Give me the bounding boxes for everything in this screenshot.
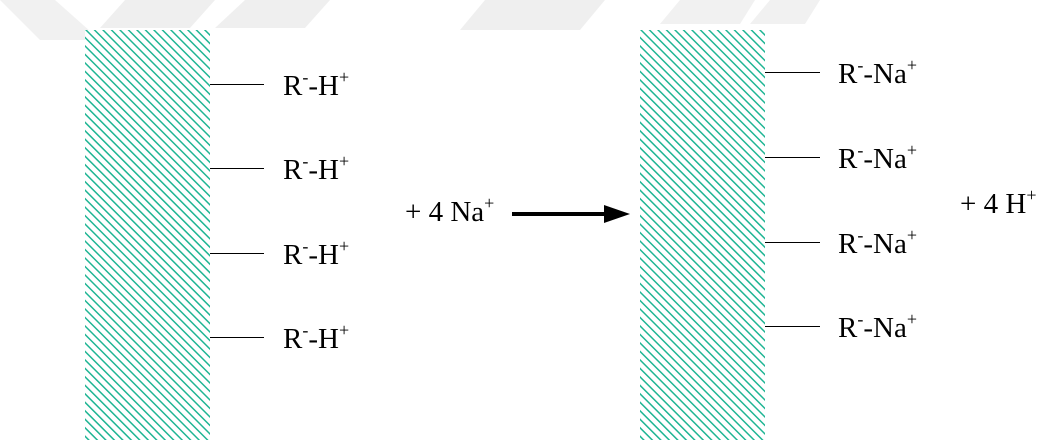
resin-bead-right [640, 30, 765, 440]
exchange-group-label: R--H+ [283, 236, 350, 271]
resin-bead-left [85, 30, 210, 440]
bond-line [765, 157, 820, 158]
bond-line [765, 242, 820, 243]
exchange-group-label: R--Na+ [838, 55, 917, 90]
exchange-group-label: R--H+ [283, 67, 350, 102]
watermark-shapes [0, 0, 820, 40]
exchange-group-label: R--H+ [283, 320, 350, 355]
bond-line [765, 72, 820, 73]
exchange-group-label: R--H+ [283, 151, 350, 186]
bond-line [210, 84, 264, 85]
watermark-shape [460, 0, 605, 30]
product-term: + 4 H+ [960, 185, 1037, 220]
watermark-shape [100, 0, 215, 28]
bond-line [210, 337, 264, 338]
watermark-shape [0, 0, 100, 40]
watermark-shape [750, 0, 820, 24]
exchange-group-label: R--Na+ [838, 225, 917, 260]
watermark-shape [660, 0, 755, 24]
reactant-term: + 4 Na+ [405, 193, 495, 228]
bond-line [210, 168, 264, 169]
exchange-group-label: R--Na+ [838, 140, 917, 175]
exchange-group-label: R--Na+ [838, 309, 917, 344]
reaction-arrow-icon [512, 205, 630, 223]
watermark-shape [215, 0, 330, 28]
bond-line [210, 253, 264, 254]
bond-line [765, 326, 820, 327]
